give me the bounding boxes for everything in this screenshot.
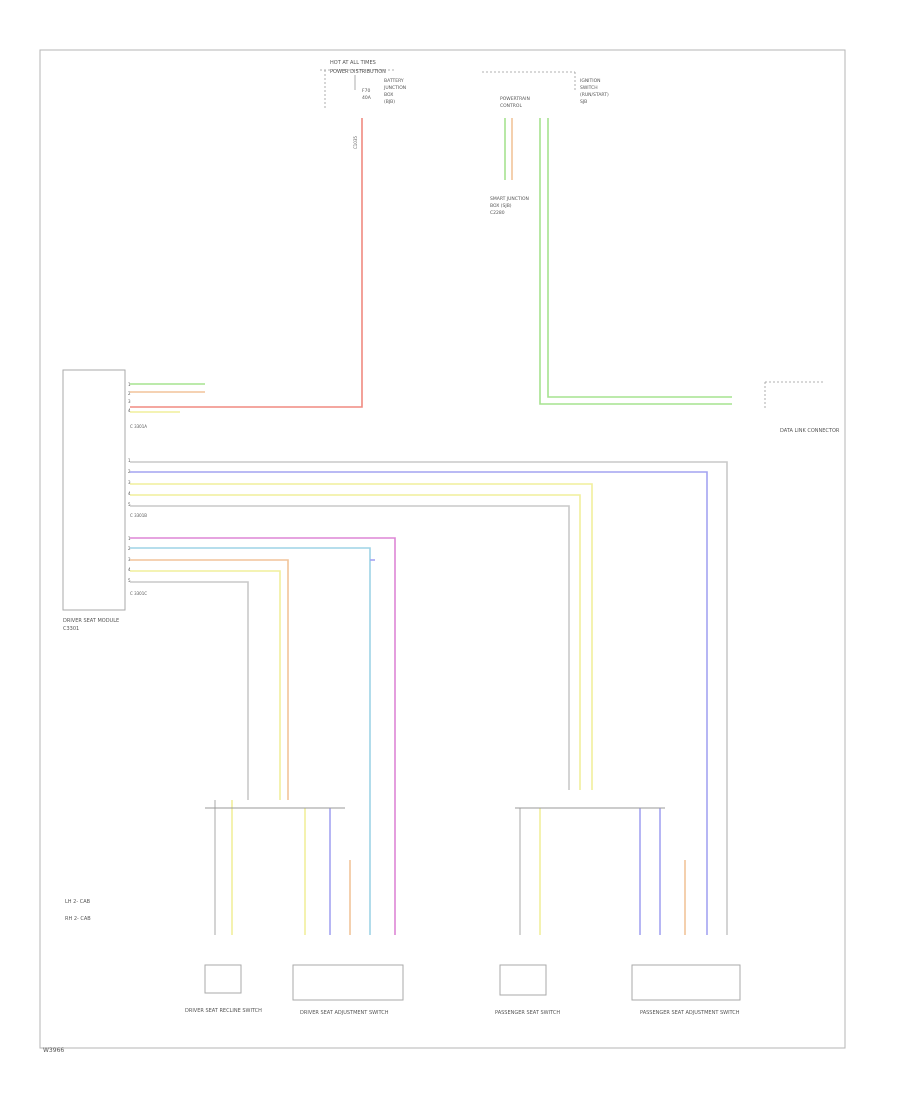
svg-text:40A: 40A <box>362 95 372 101</box>
module-name: DRIVER SEAT MODULE <box>63 618 119 624</box>
wire-orange-c3 <box>130 559 289 800</box>
svg-text:2: 2 <box>128 546 131 551</box>
diagram-code: W3966 <box>43 1047 64 1054</box>
rh-motor-name: PASSENGER SEAT ADJUSTMENT SWITCH <box>640 1010 740 1016</box>
svg-text:5: 5 <box>128 578 131 583</box>
svg-text:C1035: C1035 <box>353 136 358 149</box>
wire-cyan-c2 <box>130 547 371 935</box>
wire-magenta-c1 <box>130 537 396 935</box>
svg-text:1: 1 <box>128 382 131 387</box>
svg-text:SWITCH: SWITCH <box>580 85 598 91</box>
wire-yellow-b3 <box>130 483 593 790</box>
svg-text:POWERTRAIN: POWERTRAIN <box>500 96 530 102</box>
wire-yellow-b4 <box>130 494 581 790</box>
svg-text:C 3301A: C 3301A <box>130 424 147 429</box>
rh-seat-switch[interactable]: PASSENGER SEAT SWITCH <box>495 964 560 1016</box>
svg-text:(RUN/START): (RUN/START) <box>580 92 609 98</box>
power-subtitle: POWER DISTRIBUTION <box>330 69 386 75</box>
wire-power-red <box>130 118 363 408</box>
module-pin-labels: 1 2 3 4 C 3301A 1 2 3 4 5 C 3301B 1 2 3 4 5 C 33… <box>128 382 147 596</box>
svg-text:1: 1 <box>128 536 131 541</box>
legend-item-2: RH 2- CAB <box>65 916 91 922</box>
wire-yellow-c4 <box>130 570 281 800</box>
ignition-label: IGNITION <box>580 78 601 84</box>
svg-text:JUNCTION: JUNCTION <box>383 85 406 91</box>
lh-recline-switch[interactable]: DRIVER SEAT RECLINE SWITCH <box>185 964 262 1014</box>
rh-switch-name: PASSENGER SEAT SWITCH <box>495 1010 560 1016</box>
svg-text:1: 1 <box>128 458 131 463</box>
rh-adjust-switch[interactable]: PASSENGER SEAT ADJUSTMENT SWITCH <box>631 964 741 1016</box>
svg-text:SJB: SJB <box>580 99 587 105</box>
wire-gray-c5 <box>130 581 249 800</box>
svg-text:C 3301C: C 3301C <box>130 591 147 596</box>
lh-motor-name: DRIVER SEAT ADJUSTMENT SWITCH <box>300 1010 389 1016</box>
svg-text:BOX: BOX <box>384 92 393 98</box>
wire-ign-green-2 <box>547 118 732 398</box>
svg-text:2: 2 <box>128 469 131 474</box>
svg-text:4: 4 <box>128 491 131 496</box>
svg-text:F70: F70 <box>362 88 370 94</box>
wire-blue-b2 <box>130 471 708 935</box>
legend-item-1: LH 2- CAB <box>65 899 91 905</box>
power-title: HOT AT ALL TIMES <box>330 60 376 66</box>
ignition-block: IGNITION SWITCH (RUN/START) SJB POWERTRA… <box>482 71 609 216</box>
svg-text:BATTERY: BATTERY <box>384 78 404 84</box>
wire-gray-b1 <box>130 461 728 935</box>
wire-ign-green-1 <box>539 118 732 405</box>
lh-adjust-switch[interactable]: DRIVER SEAT ADJUSTMENT SWITCH <box>292 964 404 1016</box>
svg-text:C 3301B: C 3301B <box>130 513 147 518</box>
svg-text:SMART JUNCTION: SMART JUNCTION <box>490 196 529 202</box>
svg-text:C2280: C2280 <box>490 210 505 216</box>
right-conn-name: DATA LINK CONNECTOR <box>780 428 840 434</box>
wire-gray-b5 <box>130 505 570 790</box>
legend: LH 2- CAB RH 2- CAB <box>65 899 91 922</box>
svg-text:3: 3 <box>128 399 131 404</box>
svg-text:BOX (SJB): BOX (SJB) <box>490 203 512 209</box>
svg-text:5: 5 <box>128 502 131 507</box>
power-distribution-block: HOT AT ALL TIMES POWER DISTRIBUTION BATT… <box>320 60 406 149</box>
svg-text:C3301: C3301 <box>63 626 79 632</box>
svg-text:(BJB): (BJB) <box>384 99 395 105</box>
svg-text:4: 4 <box>128 567 131 572</box>
svg-text:2: 2 <box>128 391 131 396</box>
wire-harness <box>130 118 732 935</box>
lh-switch-name: DRIVER SEAT RECLINE SWITCH <box>185 1008 262 1014</box>
svg-text:4: 4 <box>128 408 131 413</box>
driver-seat-module[interactable]: DRIVER SEAT MODULE C3301 <box>62 369 126 632</box>
svg-text:3: 3 <box>128 480 131 485</box>
diagram-frame <box>39 49 846 1049</box>
right-connector[interactable]: DATA LINK CONNECTOR <box>764 381 840 434</box>
svg-text:3: 3 <box>128 557 131 562</box>
svg-text:CONTROL: CONTROL <box>500 103 522 109</box>
